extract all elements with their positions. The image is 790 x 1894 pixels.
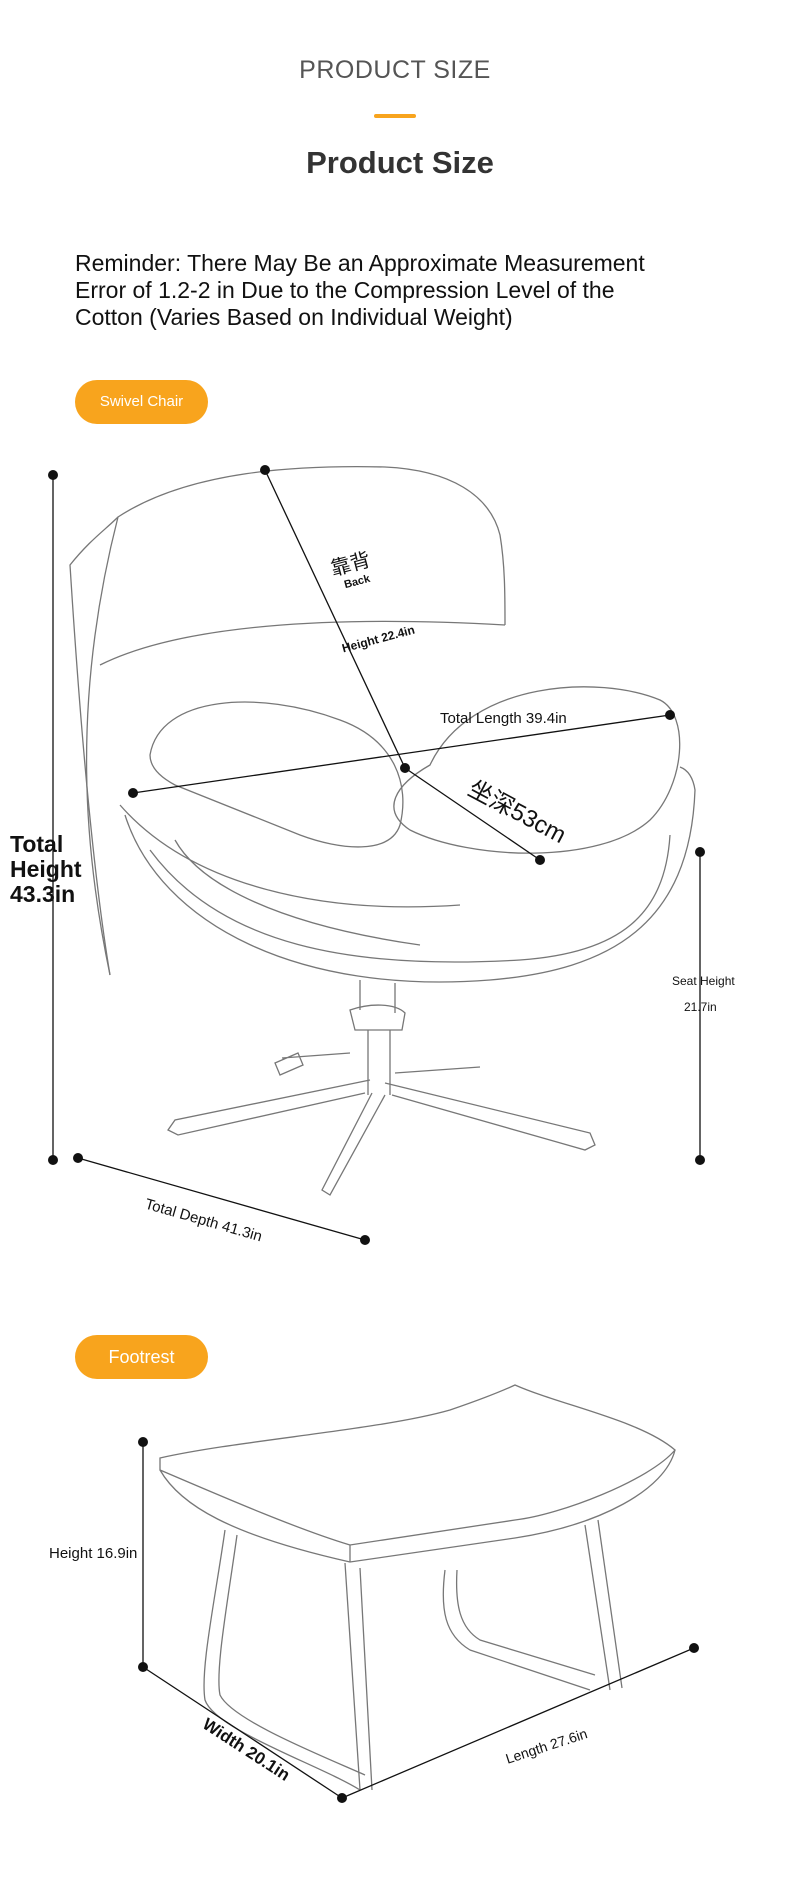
total-height-line-3: 43.3in: [10, 881, 76, 907]
section-overline: PRODUCT SIZE: [299, 56, 491, 84]
swivel-chair-tag: Swivel Chair: [75, 380, 208, 424]
footrest-tag: Footrest: [75, 1335, 208, 1379]
accent-divider: [374, 114, 416, 118]
total-height-label: Total Height 43.3in: [10, 832, 82, 907]
chair-dimension-endpoints: [48, 465, 705, 1245]
chair-outline: [69, 465, 696, 1196]
total-height-line-1: Total: [10, 831, 64, 857]
reminder-line-2: Error of 1.2-2 in Due to the Compression…: [75, 277, 615, 303]
total-length-label: Total Length 39.4in: [440, 710, 567, 727]
measurement-reminder: Reminder: There May Be an Approximate Me…: [75, 250, 715, 331]
total-height-line-2: Height: [10, 856, 82, 882]
footrest-outline: [159, 1384, 676, 1791]
page-title: Product Size: [306, 145, 494, 180]
footrest-dimension-lines: [142, 1442, 695, 1799]
footrest-dimension-endpoints: [138, 1437, 699, 1803]
seat-height-value: 21.7in: [684, 1000, 717, 1014]
swivel-chair-diagram: [48, 465, 705, 1245]
reminder-line-3: Cotton (Varies Based on Individual Weigh…: [75, 304, 513, 330]
chair-dimension-lines: [52, 469, 701, 1241]
footrest-height-label: Height 16.9in: [49, 1545, 138, 1562]
footrest-diagram: [138, 1384, 699, 1803]
reminder-line-1: Reminder: There May Be an Approximate Me…: [75, 250, 645, 276]
seat-height-label: Seat Height: [672, 974, 735, 988]
